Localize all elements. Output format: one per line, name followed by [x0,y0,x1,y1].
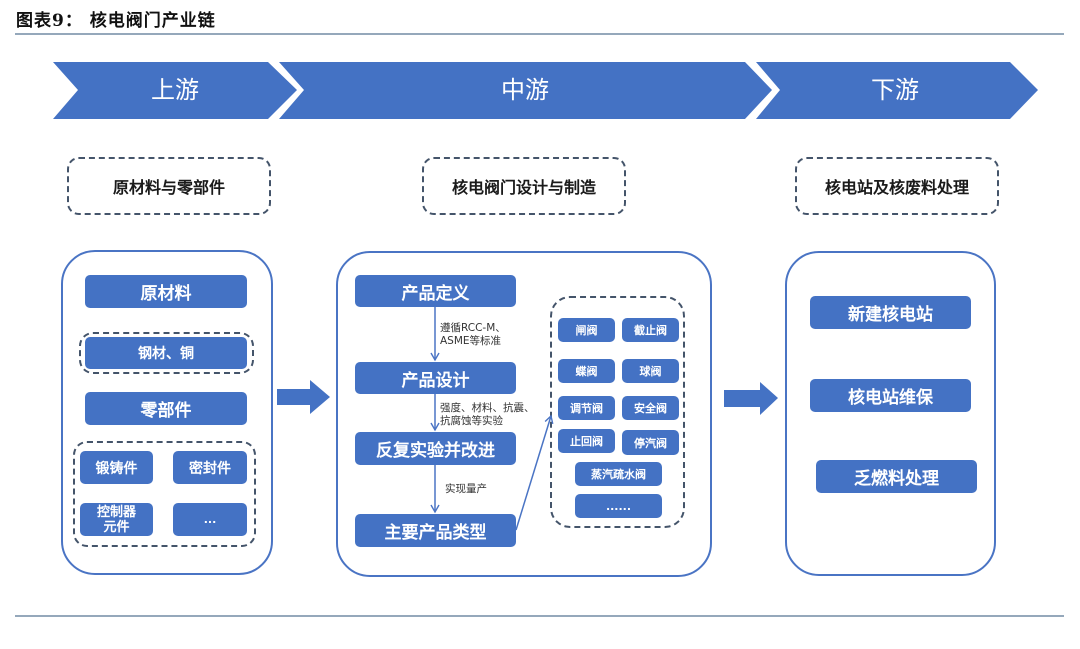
step-box: 主要产品类型 [355,514,516,547]
step-label: 主要产品类型 [384,523,487,543]
arrow-right-icon [724,382,778,415]
header-downstream: 核电站及核废料处理 [795,157,999,215]
step-label: 反复实验并改进 [376,441,495,461]
product-type-label: 闸阀 [575,324,598,337]
chevron-upstream [53,62,297,119]
step-note-line: 遵循RCC-M、 [440,322,506,334]
component-item: 锻铸件 [80,451,153,484]
header-upstream: 原材料与零部件 [67,157,271,215]
product-type-label: 球阀 [639,365,662,378]
chevron-downstream [756,62,1038,119]
step-label: 产品设计 [401,370,470,391]
product-type: 蝶阀 [558,359,615,383]
components-group [73,441,256,547]
component-item-label: 锻铸件 [95,460,138,477]
raw-materials-label: 原材料 [140,284,192,304]
product-type-label: 停汽阀 [634,436,667,450]
stage-chevrons [53,62,1038,119]
component-item: 密封件 [173,451,247,484]
product-type-label: 蝶阀 [575,365,598,378]
bottom-divider [15,615,1064,617]
stage-label-midstream: 中游 [501,76,549,104]
component-item-label: ... [203,513,217,526]
top-divider [15,33,1064,35]
raw-materials-items-box: 钢材、铜 [85,337,247,369]
header-midstream: 核电阀门设计与制造 [422,157,626,215]
figure-title: 图表9： 核电阀门产业链 [16,11,216,31]
product-type-label: 止回阀 [570,435,603,448]
product-type-label: ...... [605,499,632,513]
product-type: 调节阀 [558,396,615,420]
step-box: 反复实验并改进 [355,432,516,465]
product-type: 闸阀 [558,318,615,342]
component-item: ... [173,503,247,536]
downstream-item: 新建核电站 [810,296,971,329]
downstream-item-label: 乏燃料处理 [854,469,939,489]
step-note-line: 实现量产 [445,483,487,495]
header-midstream-text: 核电阀门设计与制造 [451,178,596,197]
downstream-item: 核电站维保 [810,379,971,412]
raw-materials-group [79,332,254,374]
step-note: 实现量产 [445,483,487,496]
components-label: 零部件 [140,401,192,421]
header-downstream-text: 核电站及核废料处理 [824,178,969,197]
stage-label-upstream: 上游 [151,76,199,104]
downstream-item: 乏燃料处理 [816,460,977,493]
step-note: 遵循RCC-M、 ASME等标准 [440,322,506,348]
stage-label-downstream: 下游 [871,76,919,104]
downstream-item-label: 核电站维保 [848,388,933,408]
product-type-label: 安全阀 [634,402,667,415]
product-type-label: 蒸汽疏水阀 [591,468,646,481]
product-type: 截止阀 [622,318,679,342]
step-note-line: ASME等标准 [440,335,502,347]
component-item-label: 密封件 [189,460,231,477]
step-note: 强度、材料、抗震、 抗腐蚀等实验 [440,402,535,428]
components-box: 零部件 [85,392,247,425]
product-type-label: 截止阀 [634,324,667,337]
component-item: 控制器元件 [80,503,153,536]
raw-materials-box: 原材料 [85,275,247,308]
chevron-midstream [279,62,772,119]
step-label: 产品定义 [401,283,470,304]
product-type: 停汽阀 [622,430,679,455]
step-box: 产品设计 [355,362,516,394]
product-type: 球阀 [622,359,679,383]
header-upstream-text: 原材料与零部件 [112,178,225,197]
step-box: 产品定义 [355,275,516,307]
component-item-label: 控制器元件 [96,504,136,535]
downstream-item-label: 新建核电站 [848,305,933,325]
product-type: 安全阀 [622,396,679,420]
product-type-label: 调节阀 [570,402,603,415]
product-type: ...... [575,494,662,518]
product-type: 止回阀 [558,429,615,453]
product-type: 蒸汽疏水阀 [575,462,662,486]
step-note-line: 抗腐蚀等实验 [440,415,503,427]
arrow-right-icon [277,380,330,414]
raw-materials-items-label: 钢材、铜 [138,346,194,362]
product-types-group [550,296,685,528]
step-note-line: 强度、材料、抗震、 [440,402,535,414]
